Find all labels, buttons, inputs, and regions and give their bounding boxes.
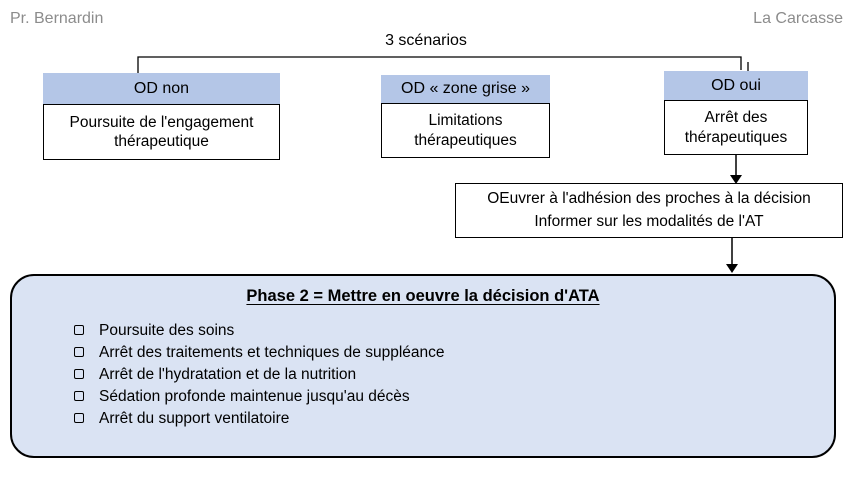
checkbox-bullet-icon [74, 369, 84, 379]
phase2-list-item: Poursuite des soins [74, 320, 834, 342]
phase2-box: Phase 2 = Mettre en oeuvre la décision d… [10, 274, 836, 458]
arrow-adhesion-to-phase2-head [726, 264, 738, 273]
checkbox-bullet-icon [74, 347, 84, 357]
scenario-bracket-connector [137, 56, 742, 73]
adhesion-line-1: OEuvrer à l'adhésion des proches à la dé… [487, 190, 811, 208]
adhesion-box: OEuvrer à l'adhésion des proches à la dé… [455, 183, 843, 238]
checkbox-bullet-icon [74, 391, 84, 401]
scenarios-title: 3 scénarios [385, 32, 467, 49]
scenario-body-od-non: Poursuite de l'engagement thérapeutique [43, 104, 280, 160]
checkbox-bullet-icon [74, 325, 84, 335]
phase2-list-item: Arrêt du support ventilatoire [74, 408, 834, 430]
phase2-list-item: Arrêt de l'hydratation et de la nutritio… [74, 364, 834, 386]
phase2-list-item: Sédation profonde maintenue jusqu'au déc… [74, 386, 834, 408]
phase2-title: Phase 2 = Mettre en oeuvre la décision d… [246, 287, 600, 305]
scenario-body-od-oui: Arrêt des thérapeutiques [664, 100, 808, 155]
credit-right: La Carcasse [753, 10, 843, 27]
phase2-list: Poursuite des soins Arrêt des traitement… [12, 320, 834, 430]
phase2-item-label: Arrêt de l'hydratation et de la nutritio… [99, 366, 357, 383]
phase2-list-item: Arrêt des traitements et techniques de s… [74, 342, 834, 364]
phase2-item-label: Sédation profonde maintenue jusqu'au déc… [99, 388, 410, 405]
scenario-header-od-non: OD non [43, 73, 280, 104]
phase2-item-label: Arrêt du support ventilatoire [99, 410, 290, 427]
checkbox-bullet-icon [74, 413, 84, 423]
credit-left: Pr. Bernardin [10, 10, 104, 27]
adhesion-line-2: Informer sur les modalités de l'AT [534, 212, 764, 230]
scenario-header-od-zone-grise: OD « zone grise » [381, 75, 550, 103]
scenario-header-od-oui: OD oui [664, 71, 808, 100]
phase2-item-label: Poursuite des soins [99, 322, 235, 339]
phase2-item-label: Arrêt des traitements et techniques de s… [99, 344, 445, 361]
scenario-body-od-zone-grise: Limitations thérapeutiques [381, 103, 550, 158]
